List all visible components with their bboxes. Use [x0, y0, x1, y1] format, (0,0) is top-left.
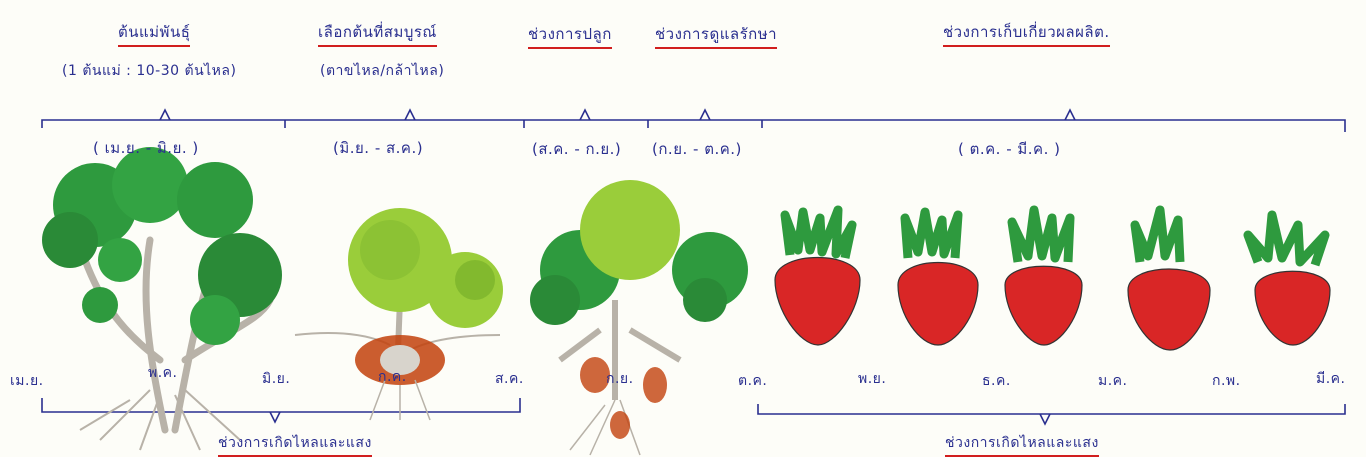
- month-jul: ก.ค.: [378, 366, 407, 388]
- label-runner-period-left: ช่วงการเกิดไหลและแสง: [218, 432, 372, 457]
- period-jun-aug: (มิ.ย. - ส.ค.): [333, 136, 423, 160]
- top-bracket: [42, 110, 1345, 132]
- label-select-plant-sub: (ตาขไหล/กล้าไหล): [320, 60, 444, 82]
- label-care: ช่วงการดูแลรักษา: [655, 22, 777, 49]
- strawberry-2: [898, 212, 978, 345]
- period-apr-jun: ( เม.ย. - มิ.ย. ): [93, 136, 199, 160]
- label-harvest: ช่วงการเก็บเกี่ยวผลผลิต.: [943, 20, 1110, 47]
- month-oct: ต.ค.: [738, 370, 767, 392]
- month-apr: เม.ย.: [10, 370, 44, 392]
- strawberry-1: [775, 210, 860, 345]
- label-mother-plant: ต้นแม่พันธุ์: [118, 20, 190, 47]
- label-select-plant: เลือกต้นที่สมบูรณ์: [318, 20, 437, 47]
- strawberry-3: [1005, 210, 1082, 345]
- strawberry-5: [1248, 215, 1330, 345]
- label-runner-period-right: ช่วงการเกิดไหลและแสง: [945, 432, 1099, 457]
- month-mar: มี.ค.: [1316, 368, 1346, 390]
- bottom-bracket-right: [758, 404, 1345, 424]
- strawberry-4: [1128, 210, 1210, 350]
- period-oct-mar: ( ต.ค. - มี.ค. ): [958, 137, 1060, 161]
- young-plant: [530, 180, 748, 455]
- label-mother-plant-sub: (1 ต้นแม่ : 10-30 ต้นไหล): [62, 60, 236, 82]
- mother-plant: [42, 147, 282, 450]
- period-aug-sep: (ส.ค. - ก.ย.): [532, 137, 621, 161]
- label-planting: ช่วงการปลูก: [528, 22, 612, 49]
- month-sep: ก.ย.: [606, 368, 634, 390]
- month-feb: ก.พ.: [1212, 370, 1241, 392]
- month-aug: ส.ค.: [495, 368, 524, 390]
- month-jan: ม.ค.: [1098, 370, 1128, 392]
- month-nov: พ.ย.: [858, 368, 886, 390]
- month-may: พ.ค.: [148, 362, 178, 384]
- month-jun: มิ.ย.: [262, 368, 290, 390]
- runner-plant: [295, 208, 503, 420]
- month-dec: ธ.ค.: [982, 370, 1011, 392]
- period-sep-oct: (ก.ย. - ต.ค.): [652, 137, 742, 161]
